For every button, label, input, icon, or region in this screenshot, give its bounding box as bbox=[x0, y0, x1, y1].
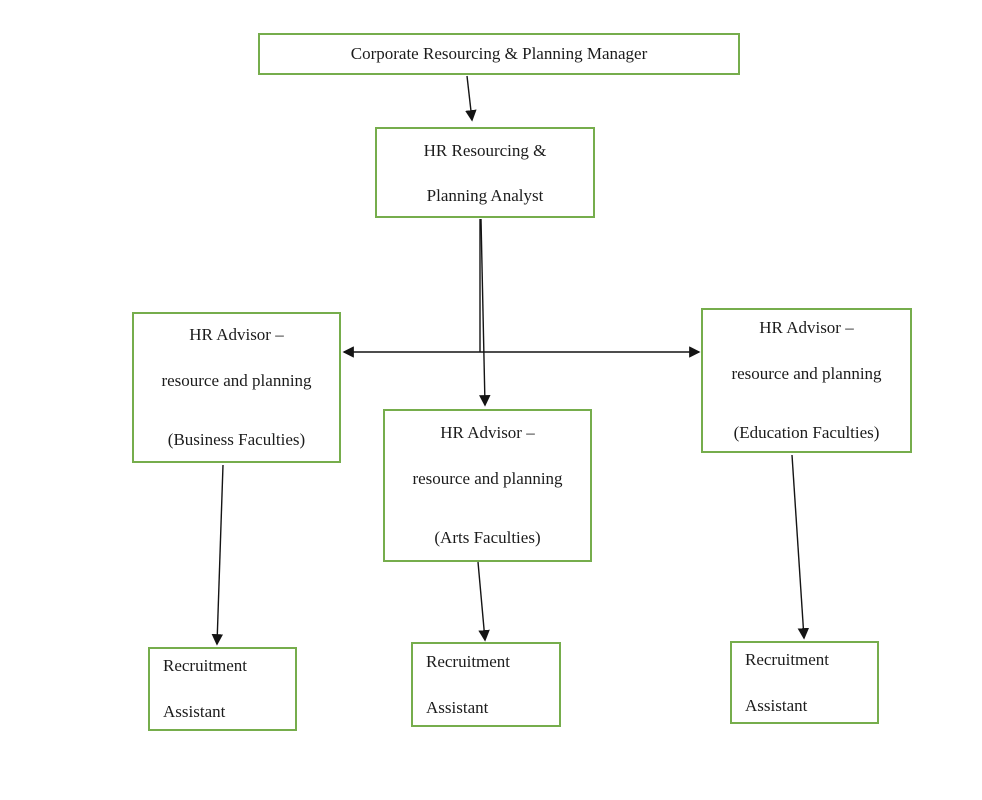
node-hr-advisor-business-faculties: HR Advisor – resource and planning (Busi… bbox=[132, 312, 341, 463]
node-label-line: resource and planning bbox=[731, 364, 882, 383]
node-label-line: resource and planning bbox=[161, 371, 312, 390]
node-label-line: Assistant bbox=[745, 695, 808, 715]
connector-analyst-arts-arrow bbox=[479, 218, 491, 407]
node-recruitment-assistant-education: Recruitment Assistant bbox=[730, 641, 879, 724]
node-recruitment-assistant-arts: Recruitment Assistant bbox=[411, 642, 561, 727]
connector-arts-recruitment-arrow bbox=[477, 561, 490, 642]
node-label-line: resource and planning bbox=[412, 469, 563, 488]
node-hr-advisor-arts-faculties: HR Advisor – resource and planning (Arts… bbox=[383, 409, 592, 562]
node-label-line: Assistant bbox=[426, 697, 489, 717]
node-label-line: HR Resourcing & bbox=[423, 140, 547, 160]
connector-education-recruitment-arrow bbox=[791, 454, 810, 640]
node-label: Corporate Resourcing & Planning Manager bbox=[350, 44, 648, 63]
node-label-line: (Business Faculties) bbox=[167, 430, 306, 449]
node-hr-resourcing-planning-analyst: HR Resourcing & Planning Analyst bbox=[375, 127, 595, 218]
node-label-line: Recruitment bbox=[745, 649, 830, 669]
node-label-line: Recruitment bbox=[426, 651, 511, 671]
node-hr-advisor-education-faculties: HR Advisor – resource and planning (Educ… bbox=[701, 308, 912, 453]
node-label-line: (Arts Faculties) bbox=[434, 528, 541, 547]
node-label-line: HR Advisor – bbox=[759, 318, 854, 337]
node-recruitment-assistant-business: Recruitment Assistant bbox=[148, 647, 297, 731]
node-label-line: (Education Faculties) bbox=[733, 423, 880, 442]
node-corporate-resourcing-planning-manager: Corporate Resourcing & Planning Manager bbox=[258, 33, 740, 75]
node-label-line: Recruitment bbox=[163, 656, 248, 675]
node-label-line: HR Advisor – bbox=[440, 423, 535, 442]
connector-manager-analyst-arrow bbox=[465, 75, 477, 122]
node-label-line: Planning Analyst bbox=[426, 185, 544, 205]
connector-business-recruitment-arrow bbox=[211, 464, 224, 646]
node-label-line: Assistant bbox=[163, 702, 226, 721]
node-label-line: HR Advisor – bbox=[189, 325, 284, 344]
